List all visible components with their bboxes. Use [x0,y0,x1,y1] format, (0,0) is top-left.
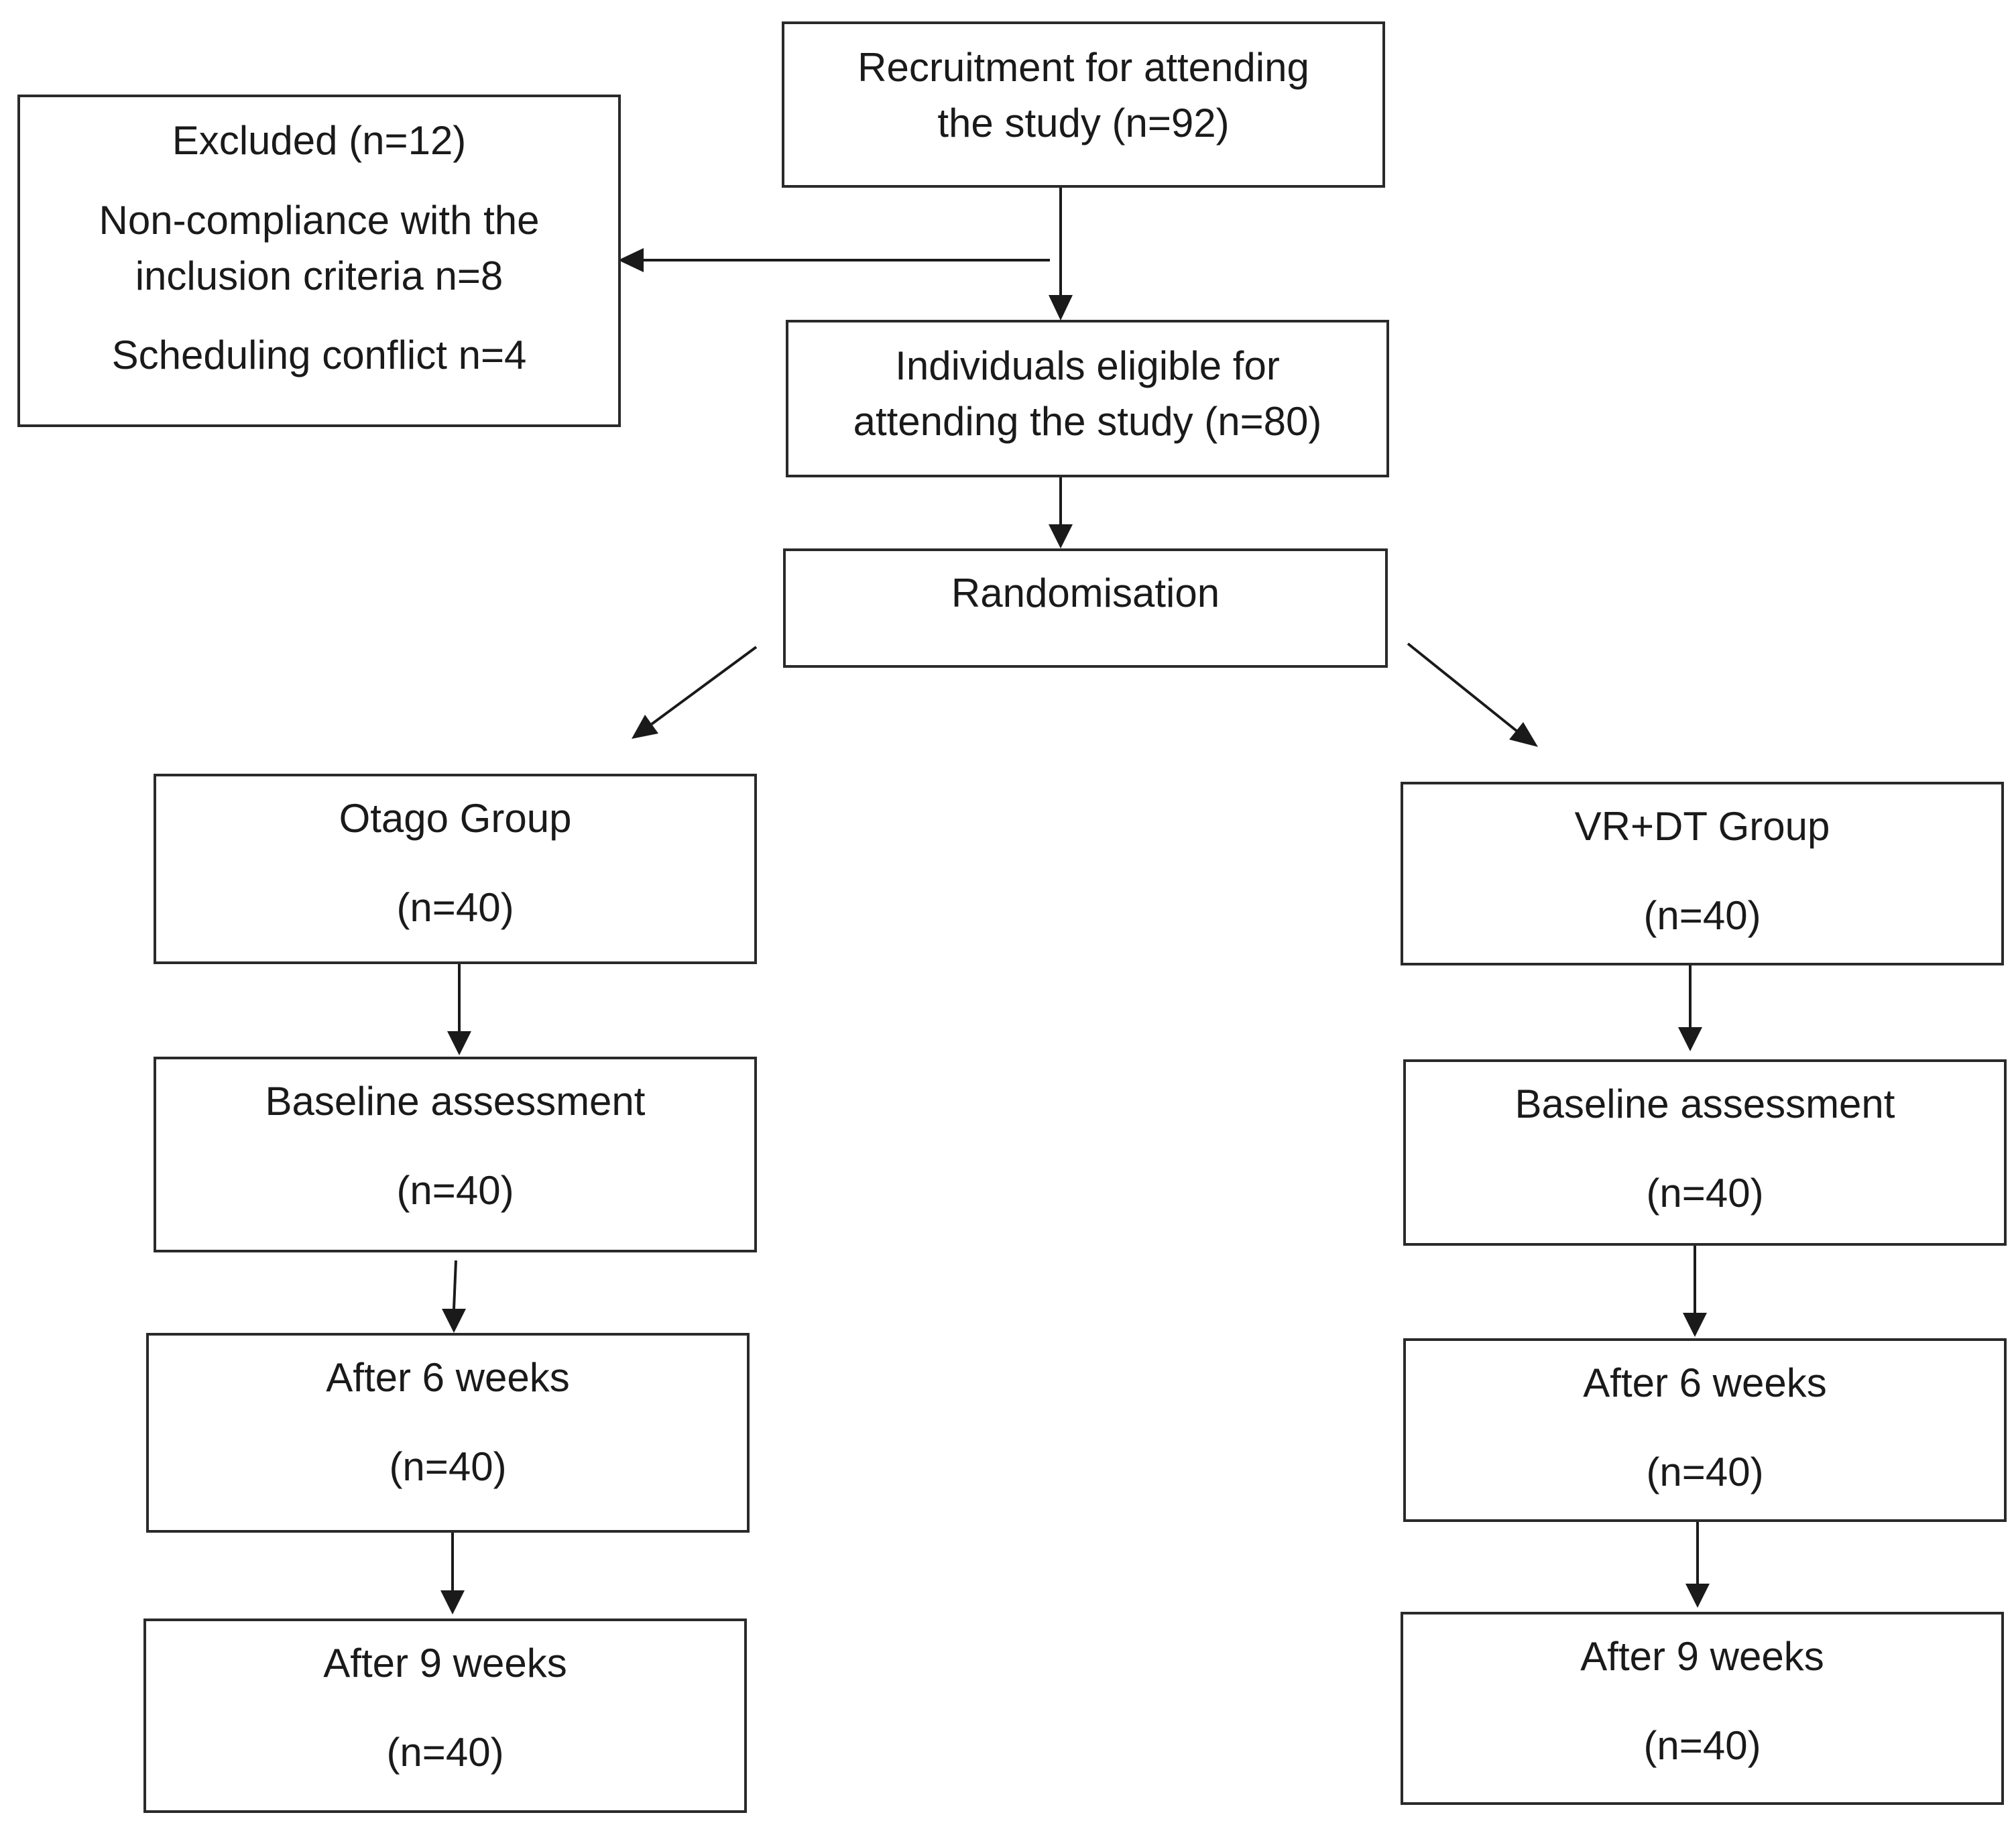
arrowhead [442,1309,466,1333]
arrowhead [1049,524,1073,548]
vrdt-week9-n: (n=40) [1643,1722,1761,1768]
otago-week9-title: After 9 weeks [323,1641,567,1686]
otago-baseline-n: (n=40) [396,1167,514,1213]
arrow-randomisation-to-vrdt [1407,642,1518,732]
vrdt-baseline-title: Baseline assessment [1515,1081,1895,1126]
otago-group-title: Otago Group [339,796,572,841]
arrowhead [440,1590,465,1614]
vrdt-week6-title: After 6 weeks [1583,1360,1827,1405]
vrdt-group-n: (n=40) [1643,892,1761,938]
excluded-reason1-line2: inclusion criteria n=8 [135,253,503,298]
otago-baseline-title: Baseline assessment [265,1079,646,1124]
otago-week6-n: (n=40) [389,1444,507,1489]
otago-week9-box: After 9 weeks (n=40) [143,1619,747,1813]
arrowhead [1683,1313,1707,1337]
arrowhead [1509,722,1538,747]
arrowhead [1685,1584,1710,1608]
eligible-box: Individuals eligible for attending the s… [786,320,1389,477]
excluded-title: Excluded (n=12) [172,118,467,163]
recruitment-box: Recruitment for attending the study (n=9… [782,21,1385,188]
eligible-line1: Individuals eligible for [895,343,1280,388]
excluded-reason2: Scheduling conflict n=4 [111,333,527,378]
vrdt-week9-title: After 9 weeks [1580,1634,1824,1679]
otago-week9-n: (n=40) [386,1729,504,1775]
vrdt-week6-n: (n=40) [1646,1449,1764,1494]
arrowhead [1049,295,1073,320]
vrdt-baseline-n: (n=40) [1646,1170,1764,1216]
randomisation-box: Randomisation [783,548,1388,668]
vrdt-group-box: VR+DT Group (n=40) [1401,782,2004,965]
arrowhead [1678,1027,1702,1051]
randomisation-label: Randomisation [951,571,1220,615]
excluded-reason1-line1: Non-compliance with the [99,197,540,243]
excluded-box: Excluded (n=12) Non-compliance with the … [17,95,621,427]
vrdt-baseline-box: Baseline assessment (n=40) [1403,1059,2007,1246]
arrowhead [447,1031,471,1055]
vrdt-week9-box: After 9 weeks (n=40) [1401,1612,2004,1805]
otago-group-box: Otago Group (n=40) [154,774,757,964]
vrdt-group-title: VR+DT Group [1574,804,1830,849]
arrow-randomisation-to-otago [650,646,758,725]
otago-week6-title: After 6 weeks [326,1355,570,1400]
otago-week6-box: After 6 weeks (n=40) [146,1333,750,1533]
recruitment-line2: the study (n=92) [937,100,1230,145]
recruitment-line1: Recruitment for attending [857,45,1309,90]
vrdt-week6-box: After 6 weeks (n=40) [1403,1338,2007,1522]
otago-baseline-box: Baseline assessment (n=40) [154,1057,757,1252]
arrowhead [618,248,644,272]
otago-group-n: (n=40) [396,884,514,930]
arrow-otago-baseline-to-week6 [453,1260,457,1309]
arrowhead [632,715,658,739]
eligible-line2: attending the study (n=80) [853,398,1322,444]
